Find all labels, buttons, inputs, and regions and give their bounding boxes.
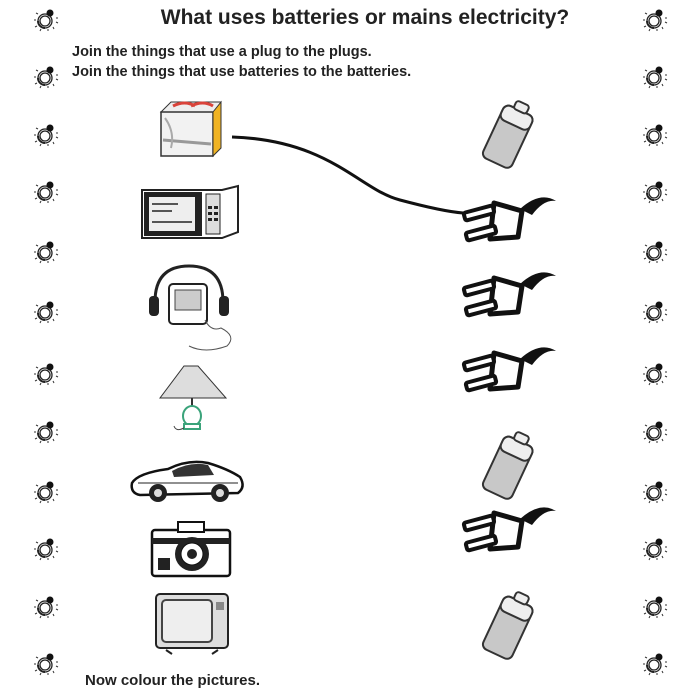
light-bulb-icon xyxy=(643,298,669,324)
plug-target xyxy=(460,335,560,405)
light-bulb-icon xyxy=(643,593,669,619)
light-bulb-icon xyxy=(643,478,669,504)
light-bulb-icon xyxy=(34,6,60,32)
light-bulb-icon xyxy=(643,178,669,204)
light-bulb-icon xyxy=(34,63,60,89)
personal-stereo-picture xyxy=(145,262,237,356)
light-bulb-icon xyxy=(34,478,60,504)
lamp-picture xyxy=(158,362,230,434)
light-bulb-icon xyxy=(34,535,60,561)
light-bulb-icon xyxy=(643,418,669,444)
light-bulb-icon xyxy=(643,238,669,264)
light-bulb-icon xyxy=(643,535,669,561)
microwave-picture xyxy=(138,184,242,242)
light-bulb-icon xyxy=(643,121,669,147)
plug-target xyxy=(460,185,560,255)
battery-target xyxy=(474,585,544,665)
television-picture xyxy=(152,588,232,656)
light-bulb-icon xyxy=(34,650,60,676)
connection-line-toaster-plug[interactable] xyxy=(231,135,464,215)
light-bulb-icon xyxy=(34,121,60,147)
light-bulb-icon xyxy=(643,6,669,32)
light-bulb-icon xyxy=(34,238,60,264)
light-bulb-icon xyxy=(34,593,60,619)
light-bulb-icon xyxy=(643,360,669,386)
light-bulb-icon xyxy=(643,650,669,676)
battery-target xyxy=(474,94,544,174)
light-bulb-icon xyxy=(34,178,60,204)
light-bulb-icon xyxy=(34,360,60,386)
plug-target xyxy=(460,495,560,565)
footer-instruction: Now colour the pictures. xyxy=(85,672,261,689)
toaster-picture xyxy=(155,98,233,162)
worksheet-title: What uses batteries or mains electricity… xyxy=(160,6,570,29)
car-picture xyxy=(128,453,248,511)
plug-target xyxy=(460,260,560,330)
light-bulb-icon xyxy=(643,63,669,89)
battery-target xyxy=(474,425,544,505)
light-bulb-icon xyxy=(34,298,60,324)
instruction-batteries: Join the things that use batteries to th… xyxy=(72,64,412,80)
light-bulb-icon xyxy=(34,418,60,444)
instruction-plugs: Join the things that use a plug to the p… xyxy=(72,44,372,60)
camera-picture xyxy=(150,518,232,580)
